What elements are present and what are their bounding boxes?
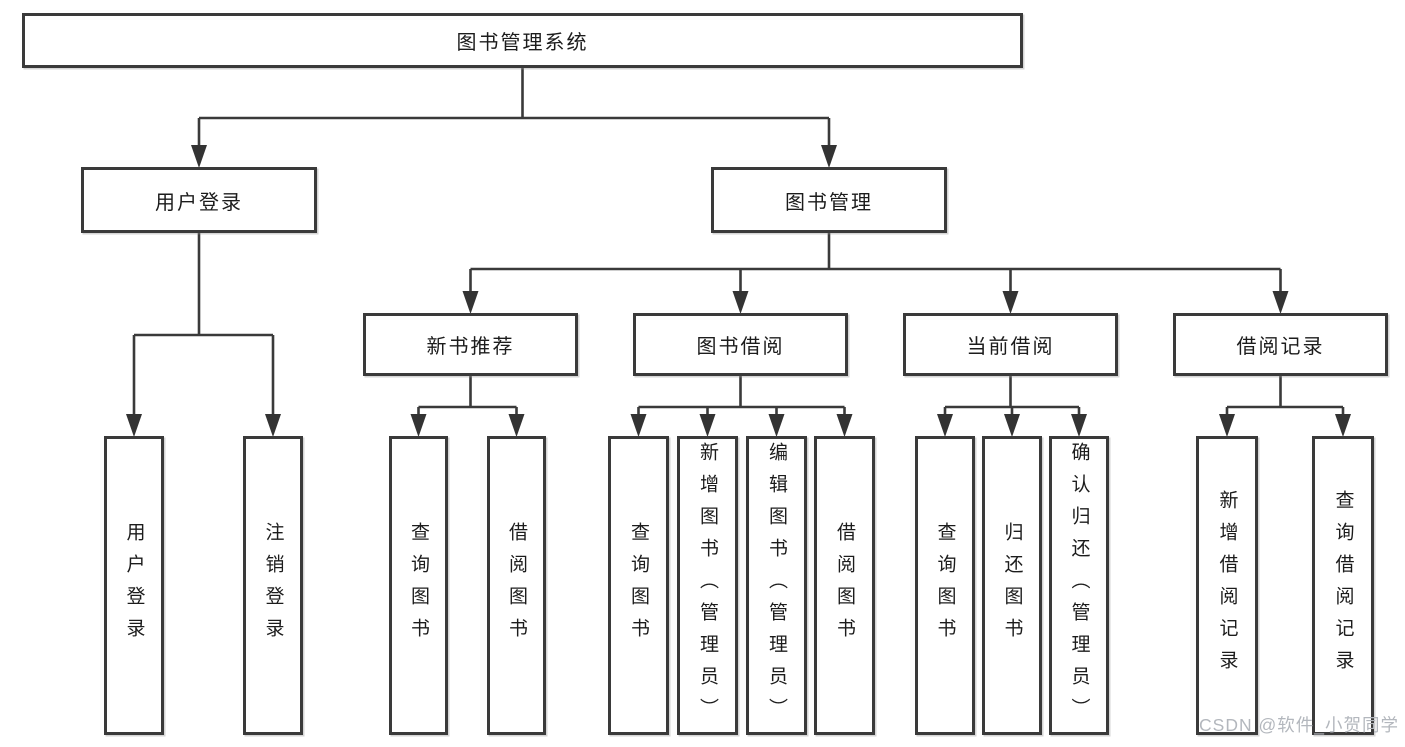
arrowheads [126,145,1351,437]
leaf-label: 编辑图书（管理员） [766,441,787,730]
leaf-borrow-books-recommend: 借阅图书 [487,436,546,735]
leaf-query-books-recommend: 查询图书 [389,436,448,735]
leaf-logout: 注销登录 [243,436,303,735]
node-borrow-records: 借阅记录 [1173,313,1388,376]
leaf-label: 借阅图书 [506,521,527,650]
leaf-add-borrow-record: 新增借阅记录 [1196,436,1258,735]
leaf-query-books-borrow: 查询图书 [608,436,669,735]
leaf-label: 借阅图书 [834,521,855,650]
node-label: 图书管理系统 [456,32,589,54]
leaf-label: 新增借阅记录 [1216,489,1238,682]
leaf-add-book-admin: 新增图书（管理员） [677,436,738,735]
node-label: 图书管理 [785,191,873,214]
leaf-confirm-return-admin: 确认归还（管理员） [1049,436,1109,735]
node-root-system: 图书管理系统 [22,13,1023,68]
leaf-borrow-books: 借阅图书 [814,436,875,735]
leaf-label: 查询图书 [934,521,956,650]
leaf-label: 查询借阅记录 [1332,489,1354,682]
node-label: 图书借阅 [696,336,785,358]
node-book-borrow: 图书借阅 [633,313,848,376]
leaf-label: 新增图书（管理员） [697,441,718,730]
leaf-label: 注销登录 [262,521,284,650]
node-label: 新书推荐 [426,336,515,358]
leaf-user-login: 用户登录 [104,436,164,735]
node-label: 用户登录 [155,191,243,214]
leaf-return-book: 归还图书 [982,436,1042,735]
leaf-edit-book-admin: 编辑图书（管理员） [746,436,807,735]
leaf-label: 查询图书 [628,521,649,650]
node-label: 当前借阅 [966,336,1055,358]
leaf-query-borrow-record: 查询借阅记录 [1312,436,1374,735]
csdn-watermark: CSDN @软件_小贺同学 [1199,715,1399,735]
leaf-label: 确认归还（管理员） [1068,441,1090,730]
node-book-management: 图书管理 [711,167,947,233]
node-new-book-recommend: 新书推荐 [363,313,578,376]
leaf-label: 归还图书 [1001,521,1023,650]
leaf-label: 查询图书 [408,521,429,650]
leaf-query-books-current: 查询图书 [915,436,975,735]
node-user-login: 用户登录 [81,167,317,233]
node-current-borrow: 当前借阅 [903,313,1118,376]
node-label: 借阅记录 [1236,336,1325,358]
leaf-label: 用户登录 [123,521,145,650]
